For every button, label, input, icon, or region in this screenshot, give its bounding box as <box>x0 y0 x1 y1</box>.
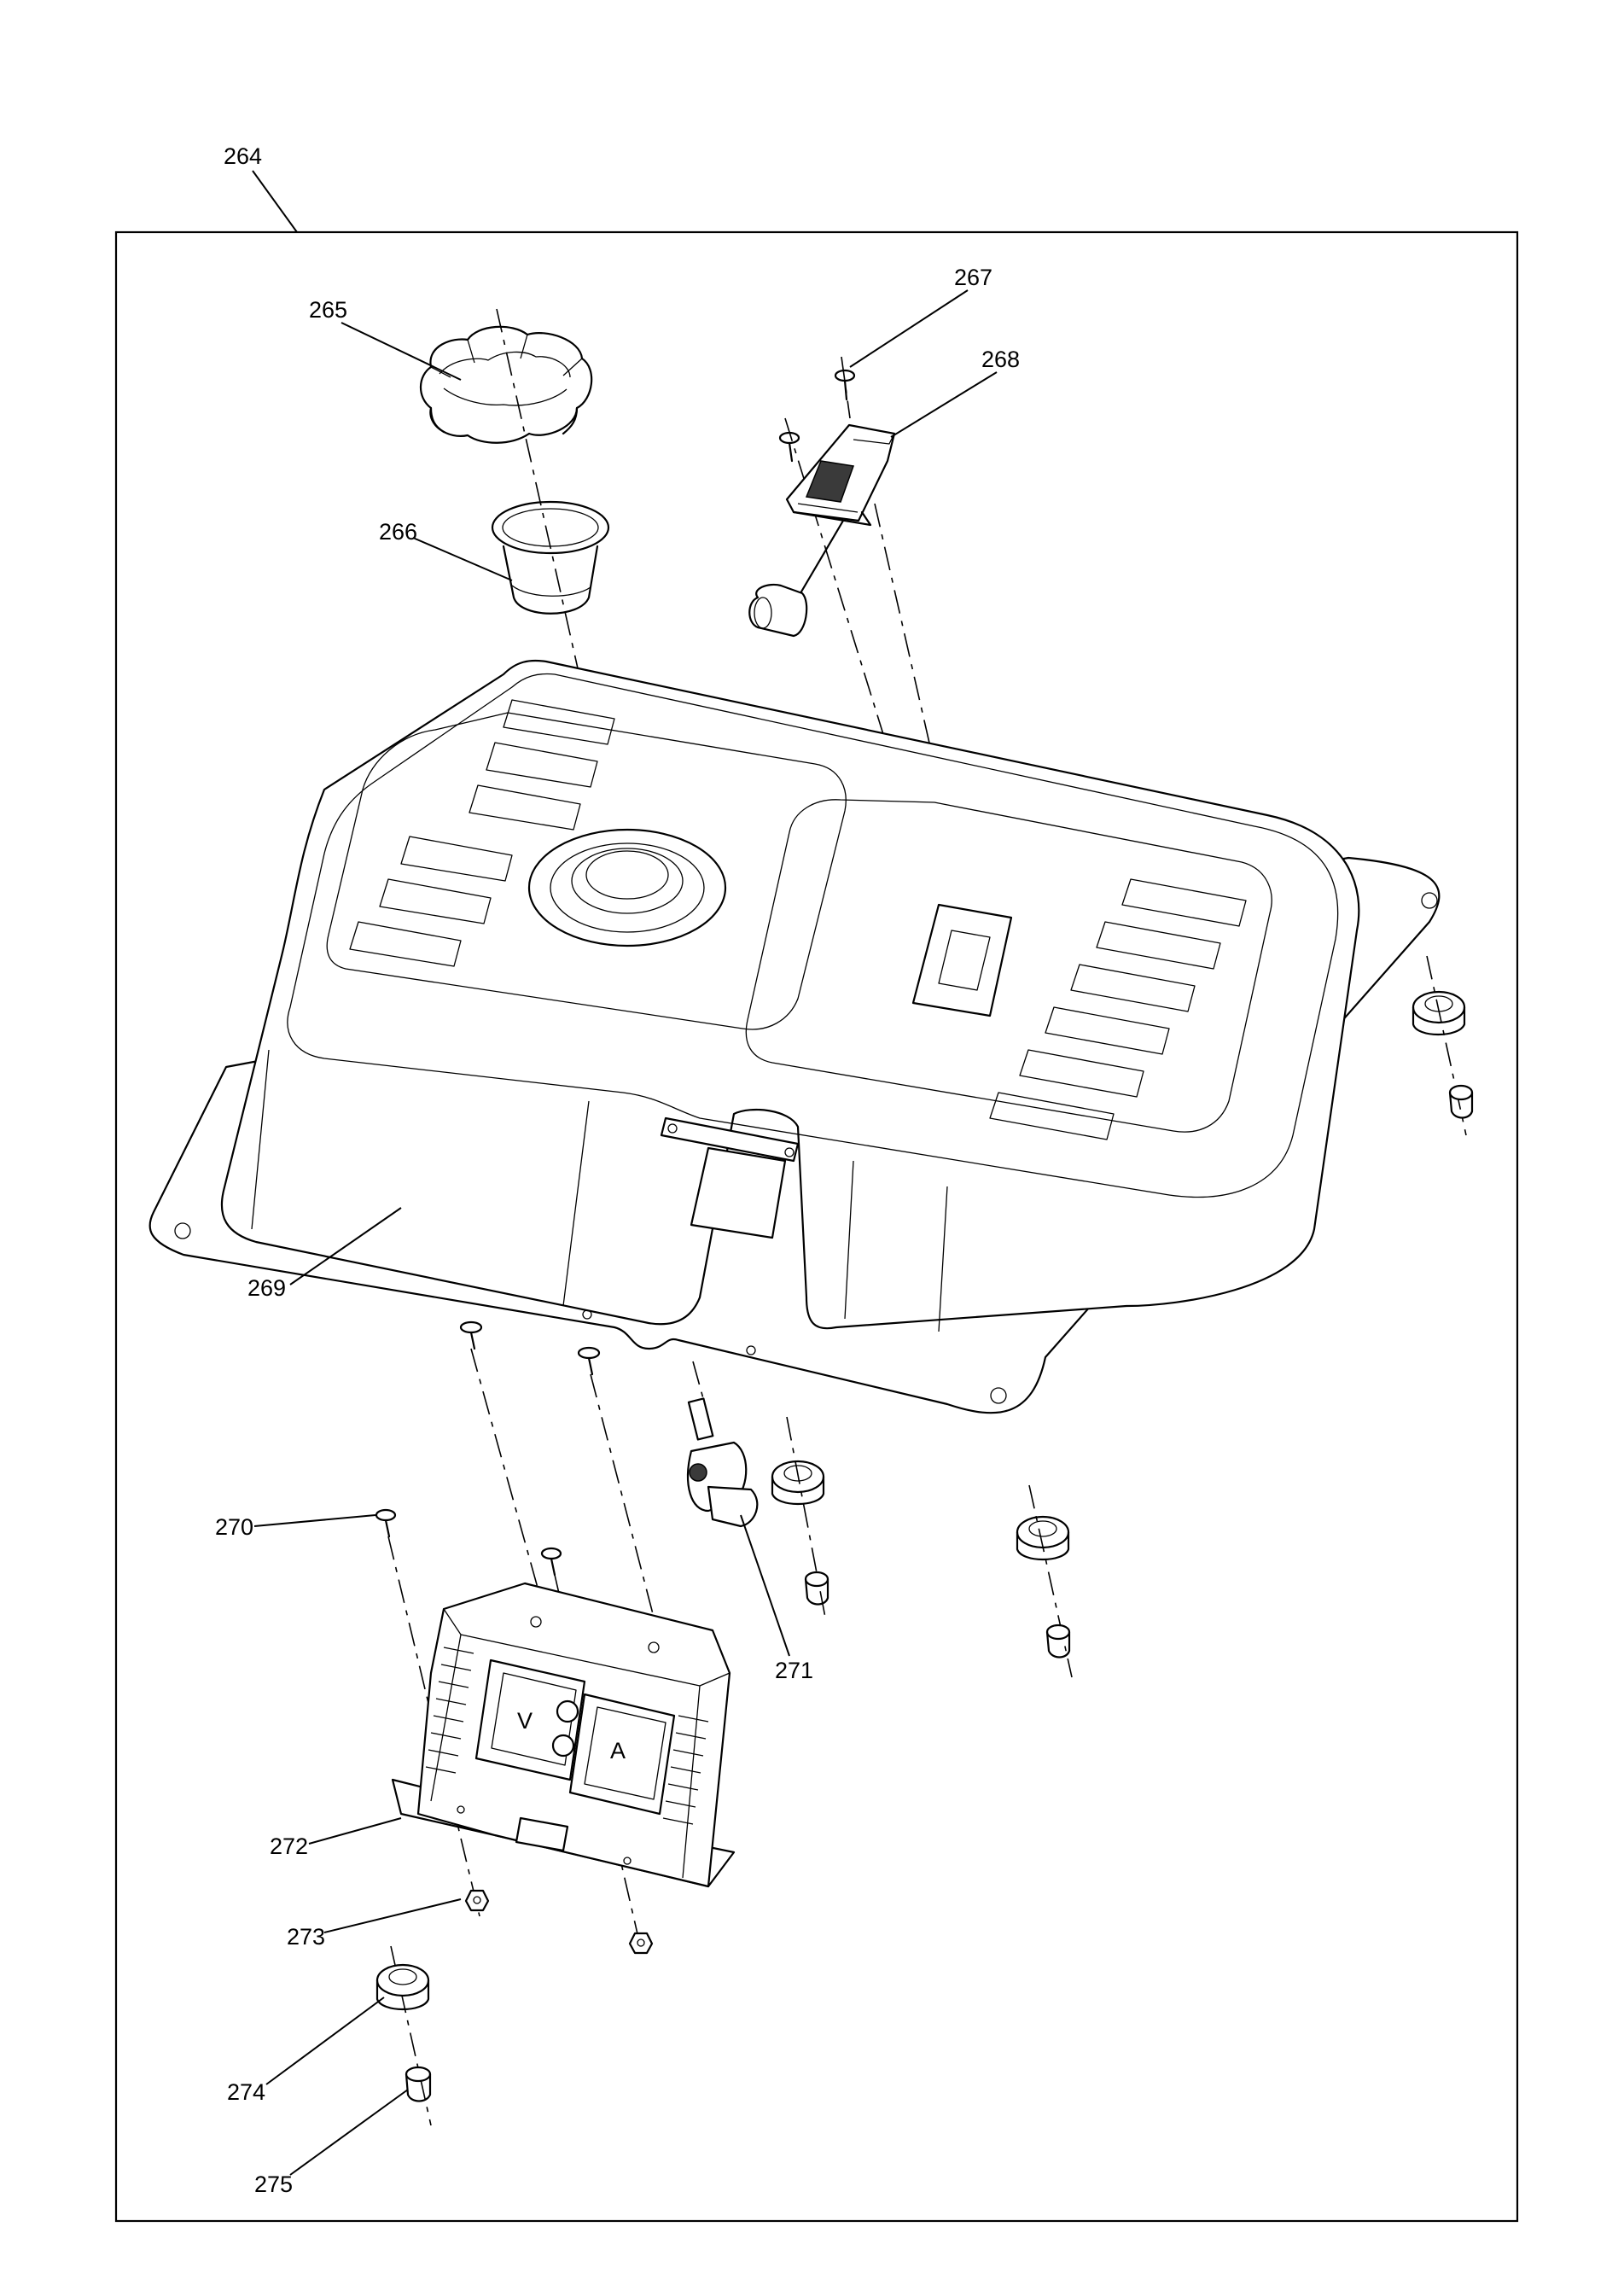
fuel-tank-icon <box>148 659 1441 1414</box>
rubber-grommet-icon <box>375 1945 432 2126</box>
callout-label-273: 273 <box>287 1924 325 1950</box>
callout-268: 268 <box>890 347 1020 438</box>
screw-icon <box>577 1346 658 1631</box>
callout-label-269: 269 <box>247 1275 286 1301</box>
voltmeter-label: V <box>517 1708 533 1734</box>
screw-icon <box>459 1320 538 1589</box>
callout-label-265: 265 <box>309 297 347 323</box>
callout-label-267: 267 <box>954 265 992 290</box>
callout-271: 271 <box>740 1514 813 1683</box>
callout-265: 265 <box>309 297 462 381</box>
meter-panel-icon: V A <box>391 1582 736 1888</box>
fuel-valve-icon <box>687 1361 759 1528</box>
callout-label-270: 270 <box>215 1514 253 1540</box>
callout-label-266: 266 <box>379 519 417 545</box>
callout-272: 272 <box>270 1817 402 1859</box>
callout-270: 270 <box>215 1514 376 1540</box>
callout-label-271: 271 <box>775 1658 813 1683</box>
rubber-grommet-icon <box>1016 1484 1073 1678</box>
callout-266: 266 <box>379 519 513 581</box>
callout-label-274: 274 <box>227 2079 265 2105</box>
bushing-icon <box>804 1571 829 1606</box>
screw-icon <box>834 356 856 419</box>
callout-label-268: 268 <box>981 347 1020 372</box>
rubber-grommet-icon <box>771 1416 827 1623</box>
fuel-filter-strainer-icon <box>491 500 610 615</box>
callout-273: 273 <box>287 1898 462 1950</box>
ammeter-label: A <box>610 1738 626 1763</box>
diagram-frame <box>114 230 1519 2223</box>
callout-label-264: 264 <box>224 143 262 169</box>
callout-264: 264 <box>224 143 298 233</box>
nut-icon <box>464 1889 490 1912</box>
callout-267: 267 <box>849 265 992 368</box>
nut-icon <box>628 1932 654 1955</box>
rubber-grommet-icon <box>1412 955 1467 1136</box>
fuel-cap-icon <box>419 325 593 444</box>
callout-label-275: 275 <box>254 2171 293 2197</box>
bushing-icon <box>405 2066 432 2102</box>
bushing-icon <box>1448 1084 1474 1119</box>
callout-269: 269 <box>247 1207 402 1301</box>
bushing-icon <box>1045 1624 1071 1658</box>
callout-label-272: 272 <box>270 1833 308 1859</box>
callout-274: 274 <box>227 1997 385 2105</box>
callout-275: 275 <box>254 2089 409 2197</box>
